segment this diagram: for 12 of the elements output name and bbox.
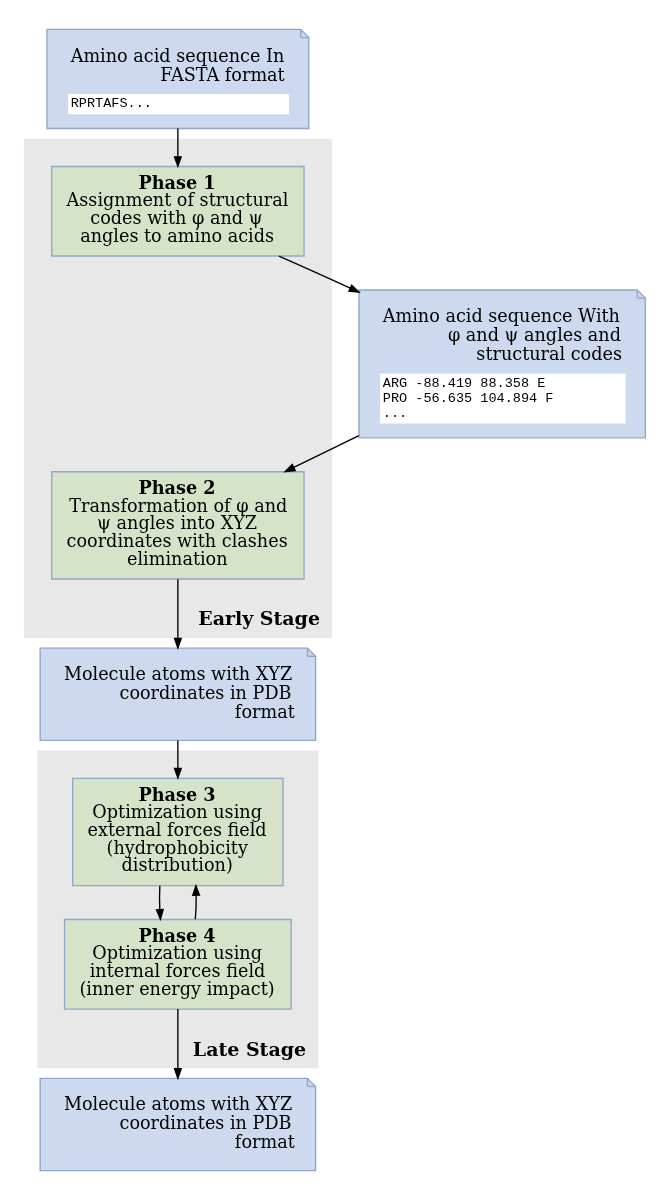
arrow <box>173 1008 183 1081</box>
arrow <box>191 883 201 920</box>
node-box: Phase 3 Optimization using external forces field (hydrophobicity distribution) <box>72 777 284 887</box>
arrow <box>173 578 183 651</box>
arrow <box>173 127 183 169</box>
arrow <box>173 739 183 780</box>
node-box: Phase 1 Assignment of structural codes with φ and ψ angles to amino acids <box>51 165 305 257</box>
arrow <box>283 434 360 473</box>
node-box: Phase 2 Transformation of φ and ψ angles into XYZ coordinates with clashes elimination <box>51 471 305 580</box>
arrow <box>155 885 165 922</box>
node-box: Phase 4 Optimization using internal forces field (inner energy impact) <box>63 918 292 1010</box>
arrow <box>278 255 361 293</box>
